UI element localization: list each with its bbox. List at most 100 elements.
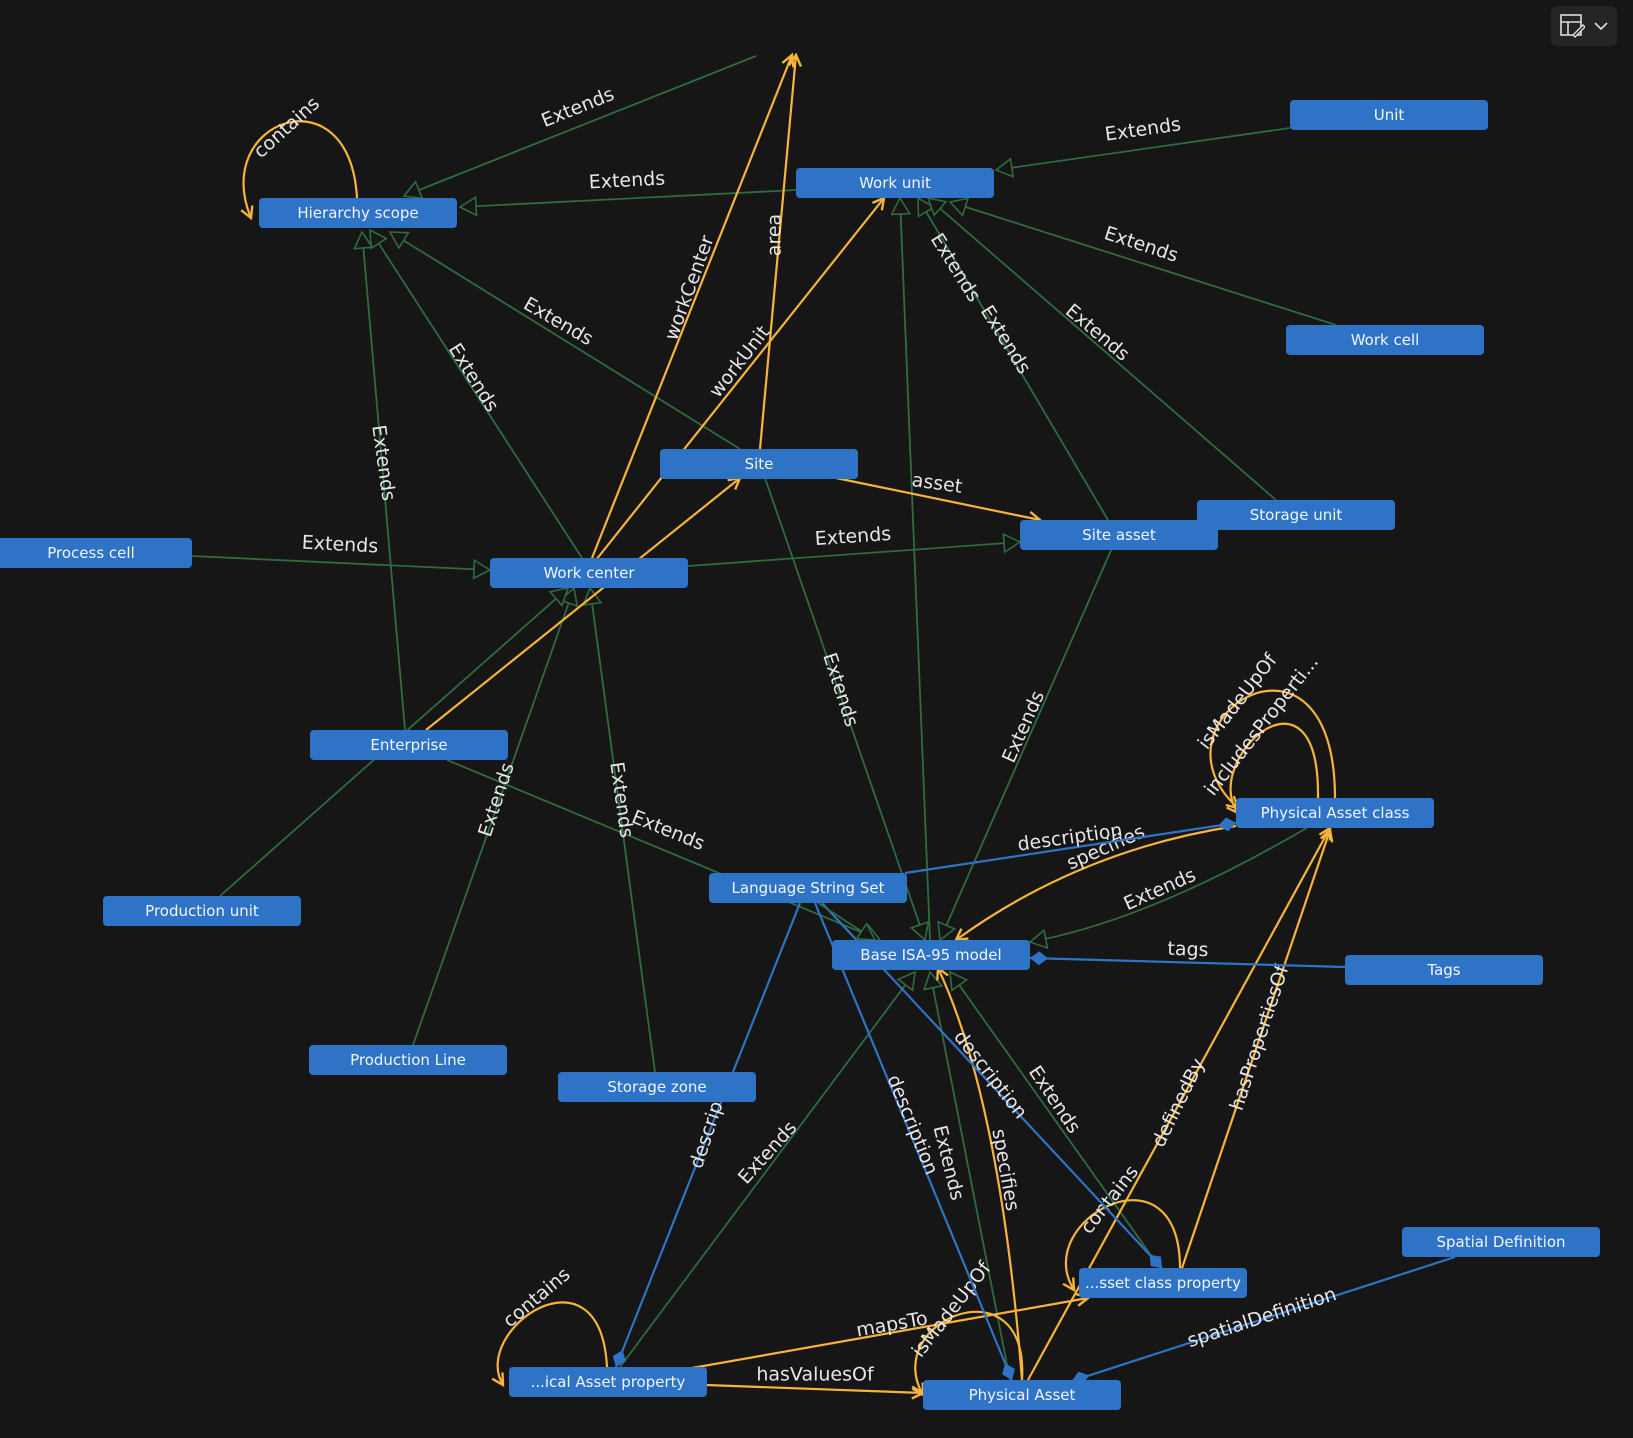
- edge-extends-work_center-to-site_asset[interactable]: Extends: [687, 523, 1022, 567]
- edge-reference-asset_class_property-to-physical_asset_class[interactable]: hasPropertiesOf: [1180, 827, 1334, 1269]
- edge-line[interactable]: [705, 1383, 924, 1395]
- edge-extends-offscreen_top-to-hierarchy_scope[interactable]: Extends: [402, 55, 757, 200]
- edge-line[interactable]: [835, 476, 1041, 522]
- edge-line[interactable]: [914, 1310, 1024, 1396]
- edge-reference-site-to-offscreen_top[interactable]: area: [758, 52, 803, 450]
- inheritance-arrow-icon: [923, 970, 944, 991]
- edge-line[interactable]: [1229, 722, 1320, 814]
- node-process-cell[interactable]: Process cell: [0, 538, 192, 568]
- edge-line[interactable]: [361, 231, 406, 731]
- layout-toolbar-button[interactable]: [1551, 6, 1617, 46]
- layout-icon[interactable]: [1559, 13, 1585, 39]
- edge-line[interactable]: [595, 197, 885, 561]
- edge-line[interactable]: [927, 197, 1277, 501]
- edge-line[interactable]: [619, 971, 916, 1368]
- node-storage-unit[interactable]: Storage unit: [1197, 500, 1395, 530]
- node-label: Base ISA-95 model: [860, 946, 1002, 964]
- node-work-cell[interactable]: Work cell: [1286, 325, 1484, 355]
- edge-extends-site_asset-to-base_isa95[interactable]: Extends: [937, 547, 1113, 942]
- node-tags[interactable]: Tags: [1345, 955, 1543, 985]
- edge-line[interactable]: [917, 197, 1109, 521]
- node-site[interactable]: Site: [660, 449, 858, 479]
- node-enterprise[interactable]: Enterprise: [310, 730, 508, 760]
- edge-line[interactable]: [687, 541, 1021, 567]
- edge-reference-site-to-site_asset[interactable]: asset: [835, 469, 1043, 525]
- edge-line[interactable]: [955, 824, 1237, 941]
- node-hierarchy-scope[interactable]: Hierarchy scope: [259, 198, 457, 228]
- edge-line[interactable]: [425, 477, 741, 731]
- edge-line[interactable]: [813, 902, 1014, 1381]
- edge-extends-base_isa95-to-work_unit[interactable]: Extends: [890, 196, 1035, 941]
- node-language-string-set[interactable]: Language String Set: [709, 873, 907, 903]
- edge-line[interactable]: [1065, 1199, 1182, 1291]
- node-unit[interactable]: Unit: [1290, 100, 1488, 130]
- edge-line[interactable]: [369, 229, 583, 559]
- edge-line[interactable]: [949, 201, 1337, 326]
- node-spatial-definition[interactable]: Spatial Definition: [1402, 1227, 1600, 1257]
- edge-line[interactable]: [937, 967, 1024, 1381]
- node-base-isa95[interactable]: Base ISA-95 model: [832, 940, 1030, 970]
- node-production-unit[interactable]: Production unit: [103, 896, 301, 926]
- node-site-asset[interactable]: Site asset: [1020, 520, 1218, 550]
- edge-line[interactable]: [191, 555, 491, 571]
- edge-line[interactable]: [389, 231, 741, 450]
- edge-extends-language_string_set-to-base_isa95[interactable]: [817, 902, 877, 941]
- edge-line[interactable]: [929, 971, 1011, 1381]
- edge-line[interactable]: [939, 547, 1113, 941]
- edge-reference-physical_asset_property-to-asset_class_property[interactable]: mapsTo: [691, 1292, 1091, 1370]
- edge-line[interactable]: [899, 197, 931, 941]
- edge-reference-work_center-to-work_unit[interactable]: workUnit: [595, 196, 886, 561]
- edge-line[interactable]: [589, 587, 656, 1073]
- edge-line[interactable]: [1029, 956, 1346, 969]
- edge-label: asset: [910, 469, 963, 498]
- edge-line[interactable]: [758, 54, 798, 450]
- edge-reference-physical_asset_property-to-physical_asset[interactable]: hasValuesOf: [705, 1364, 926, 1400]
- edge-extends-unit-to-work_unit[interactable]: Extends: [994, 113, 1291, 178]
- edge-property-tags-to-base_isa95[interactable]: tags: [1029, 938, 1346, 969]
- edge-extends-work_unit-to-hierarchy_scope[interactable]: Extends: [458, 168, 797, 217]
- edge-line[interactable]: [949, 971, 1161, 1269]
- node-work-unit[interactable]: Work unit: [796, 168, 994, 198]
- arrow-icon: [491, 1372, 505, 1388]
- node-physical-asset-class[interactable]: Physical Asset class: [1236, 798, 1434, 828]
- edge-extends-production_line-to-work_center[interactable]: Extends: [412, 586, 579, 1046]
- edge-line[interactable]: [496, 1301, 609, 1386]
- node-production-line[interactable]: Production Line: [309, 1045, 507, 1075]
- edge-line[interactable]: [412, 587, 575, 1046]
- node-physical-asset[interactable]: Physical Asset: [923, 1380, 1121, 1410]
- edge-line[interactable]: [403, 55, 757, 197]
- edge-extends-process_cell-to-work_center[interactable]: Extends: [191, 532, 492, 580]
- edge-line[interactable]: [1071, 1255, 1456, 1383]
- edge-label: contains: [499, 1263, 575, 1332]
- edge-reference-enterprise-to-site[interactable]: [425, 476, 742, 731]
- edge-line[interactable]: [590, 54, 794, 559]
- edge-line[interactable]: [446, 759, 881, 941]
- node-storage-zone[interactable]: Storage zone: [558, 1072, 756, 1102]
- edge-line[interactable]: [764, 477, 926, 941]
- edge-label: contains: [249, 93, 323, 163]
- edge-extends-work_center-to-hierarchy_scope[interactable]: Extends: [369, 228, 583, 559]
- edge-extends-work_cell-to-work_unit[interactable]: Extends: [948, 197, 1337, 326]
- node-work-center[interactable]: Work center: [490, 558, 688, 588]
- node-asset-class-property[interactable]: ...sset class property: [1079, 1268, 1247, 1298]
- edge-line[interactable]: [1180, 829, 1332, 1269]
- chevron-down-icon[interactable]: [1593, 20, 1609, 32]
- node-label: Storage zone: [607, 1078, 707, 1096]
- edge-line[interactable]: [691, 1296, 1089, 1370]
- edge-line[interactable]: [1209, 689, 1337, 809]
- edge-line[interactable]: [904, 821, 1237, 875]
- edge-line[interactable]: [995, 127, 1291, 171]
- edge-line[interactable]: [242, 120, 359, 219]
- edge-line[interactable]: [614, 902, 802, 1368]
- edge-line[interactable]: [1029, 825, 1311, 943]
- edge-line[interactable]: [459, 189, 797, 208]
- node-label: Language String Set: [731, 879, 885, 897]
- edge-reference-work_center-to-offscreen_top[interactable]: workCenter: [590, 52, 795, 559]
- edge-label: Extends: [818, 650, 863, 729]
- edge-extends-physical_asset_property-to-base_isa95[interactable]: Extends: [619, 970, 916, 1368]
- node-physical-asset-property[interactable]: ...ical Asset property: [509, 1367, 707, 1397]
- inheritance-arrow-icon: [948, 197, 970, 217]
- edge-extends-asset_class_property-to-base_isa95[interactable]: Extends: [949, 970, 1161, 1269]
- edge-extends-enterprise-to-hierarchy_scope[interactable]: Extends: [353, 230, 406, 731]
- edge-line[interactable]: [1027, 827, 1331, 1381]
